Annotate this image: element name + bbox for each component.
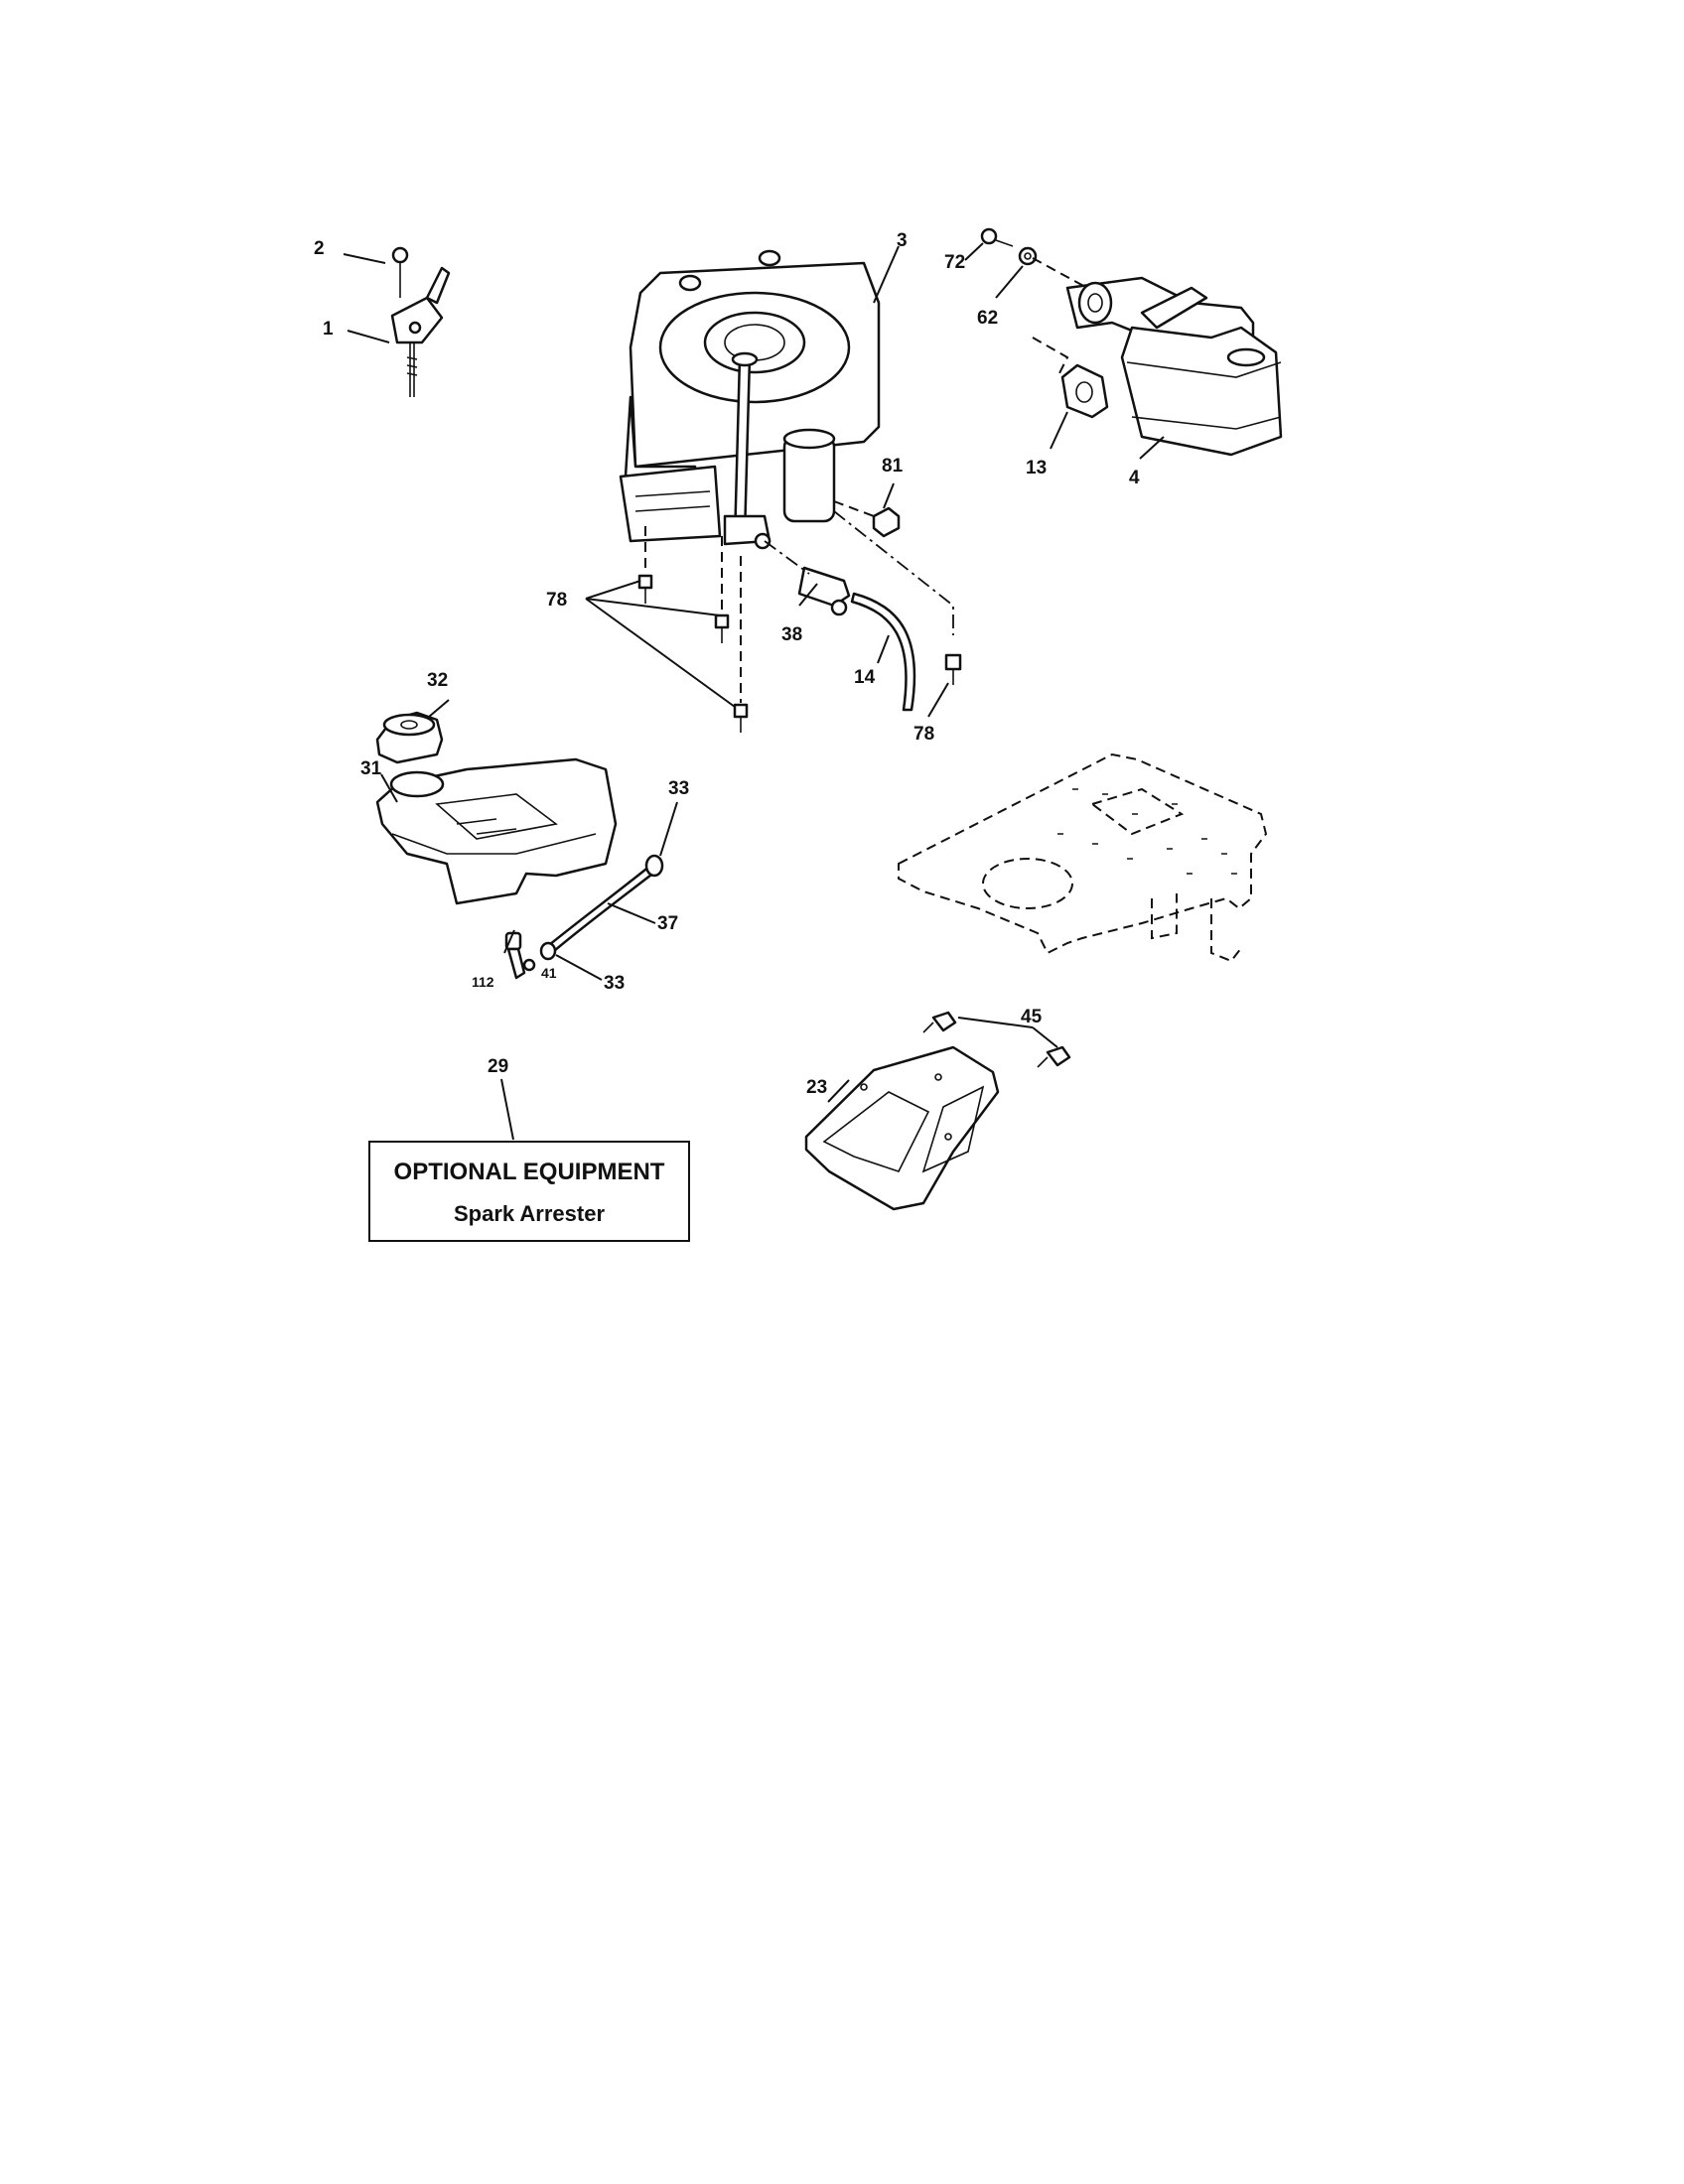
fuel-hose-part — [850, 592, 916, 712]
optional-equipment-title: OPTIONAL EQUIPMENT — [394, 1159, 665, 1185]
screw-45-part — [922, 1011, 1071, 1068]
callout-33-lower: 33 — [604, 973, 625, 994]
callout-13: 13 — [1026, 458, 1047, 478]
fuel-cap-part — [375, 711, 444, 764]
optional-equipment-subtitle: Spark Arrester — [454, 1201, 605, 1226]
fitting-41-part — [522, 958, 536, 972]
callout-33-upper: 33 — [668, 778, 689, 799]
nut-81-part — [872, 506, 901, 538]
callout-45: 45 — [1021, 1007, 1043, 1027]
fuel-tank-part — [375, 757, 618, 905]
gasket-62-part — [1077, 281, 1113, 325]
bolt-dashed-line — [833, 510, 954, 635]
callout-14: 14 — [854, 667, 876, 688]
callout-4: 4 — [1129, 468, 1140, 488]
callout-29: 29 — [488, 1056, 508, 1077]
optional-equipment-box: OPTIONAL EQUIPMENT Spark Arrester — [368, 1141, 690, 1242]
callout-1: 1 — [323, 319, 334, 340]
washer-62-part — [1018, 246, 1038, 266]
callout-78-left: 78 — [546, 590, 567, 611]
fuel-filter-part — [797, 566, 851, 616]
callout-32: 32 — [427, 670, 448, 691]
screw-72-part — [980, 227, 1014, 247]
muffler-part — [1065, 276, 1283, 457]
callout-41: 41 — [541, 965, 557, 981]
callout-3: 3 — [897, 230, 908, 251]
screw-2-part — [391, 246, 409, 298]
gasket-13-part — [1060, 363, 1109, 419]
callout-112: 112 — [472, 974, 494, 990]
throttle-control-part — [390, 266, 451, 397]
callout-72: 72 — [944, 252, 965, 273]
chassis-frame-part — [898, 752, 1268, 963]
callout-38: 38 — [781, 624, 802, 645]
callout-78-right: 78 — [913, 724, 934, 745]
clamp-33-upper-part — [644, 854, 664, 878]
callout-23: 23 — [806, 1077, 827, 1098]
callout-81: 81 — [882, 456, 904, 477]
callout-31: 31 — [360, 758, 382, 779]
clamp-33-lower-part — [539, 941, 557, 961]
filter-dashed-line — [764, 540, 810, 575]
exhaust-dashed-line — [1032, 257, 1088, 289]
fuel-line-part — [547, 864, 657, 953]
gasket-dashed-line — [1032, 337, 1069, 378]
callout-37: 37 — [657, 913, 678, 934]
callout-62: 62 — [977, 308, 998, 329]
engine-part — [619, 249, 881, 550]
leader-lines — [343, 242, 1165, 1141]
heat-shield-part — [804, 1045, 1000, 1211]
callout-2: 2 — [314, 238, 325, 259]
bolt-78-part — [637, 574, 962, 733]
nut-dashed-line — [833, 500, 875, 517]
